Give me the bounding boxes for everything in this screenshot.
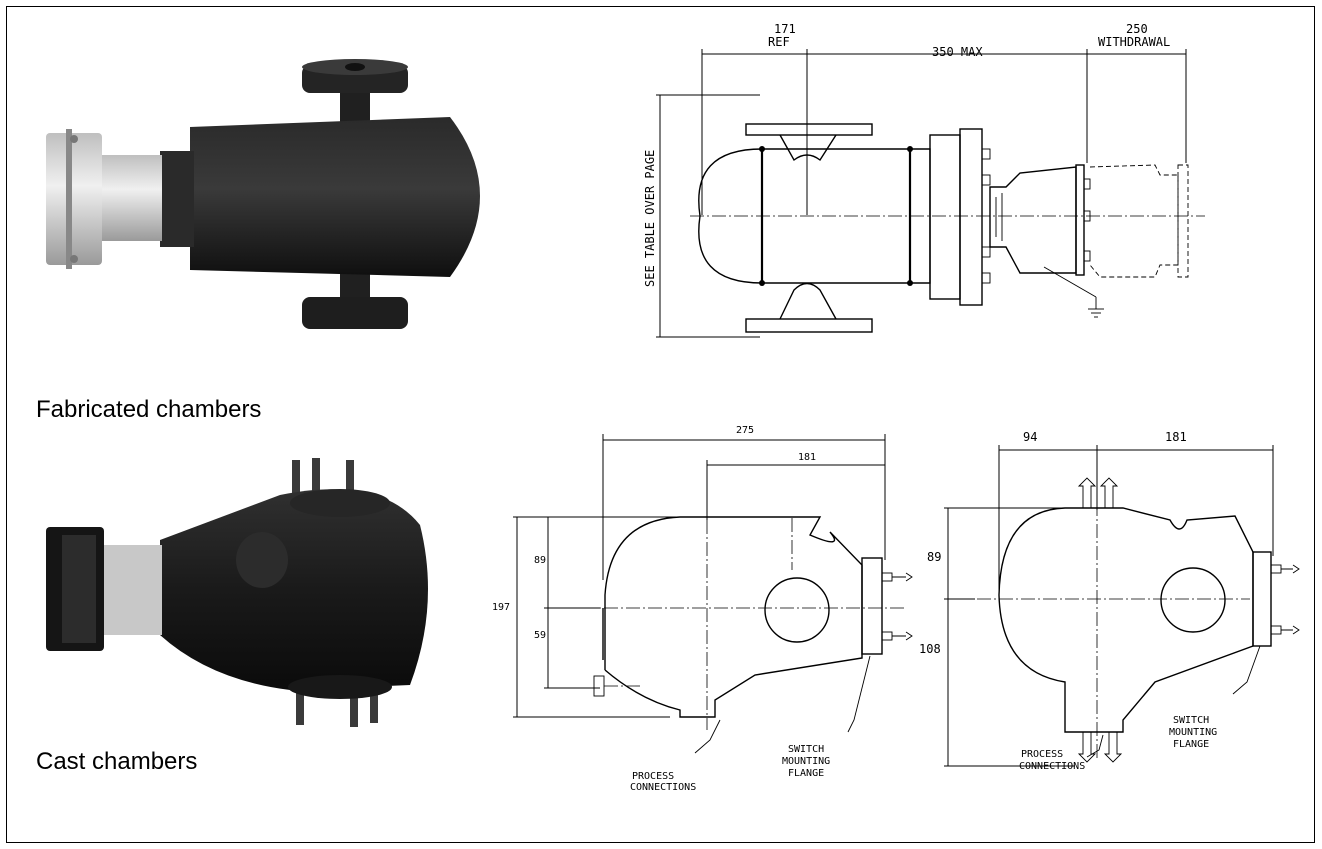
cast-chamber-drawing-right: 94 181 89 108 SWITCH MOUNTING FLANGE PRO… — [919, 430, 1300, 772]
flange-label-right-1: SWITCH — [1173, 715, 1209, 726]
dim-upper: 89 — [534, 555, 546, 566]
fabricated-caption: Fabricated chambers — [36, 396, 262, 423]
flange-label-1: SWITCH — [788, 744, 824, 755]
cast-chamber-drawing-left: 275 181 197 89 59 SWITCH MOUNTING FLANGE… — [492, 425, 913, 790]
fabricated-chamber-photo — [46, 59, 480, 329]
dim-overall: 275 — [736, 425, 754, 436]
dim-height: 197 — [492, 602, 510, 613]
dim-ref-value: 171 — [774, 22, 796, 36]
dim-right: 181 — [1165, 430, 1187, 444]
dim-flange: 181 — [798, 452, 816, 463]
process-label-1: PROCESS — [632, 771, 674, 782]
flange-label-3: FLANGE — [788, 768, 824, 779]
dim-ref-label: REF — [768, 35, 790, 49]
flange-label-2: MOUNTING — [782, 756, 830, 767]
flange-label-right-3: FLANGE — [1173, 739, 1209, 750]
cast-chamber-photo — [46, 458, 428, 727]
fabricated-chamber-drawing: 171 REF 350 MAX 250 WITHDRAWAL SEE TABLE… — [643, 22, 1205, 338]
dim-withdrawal-value: 250 — [1126, 22, 1148, 36]
flange-label-right-2: MOUNTING — [1169, 727, 1217, 738]
dim-left: 94 — [1023, 430, 1037, 444]
side-label: SEE TABLE OVER PAGE — [643, 150, 657, 287]
cast-caption: Cast chambers — [36, 748, 198, 775]
figure-frame — [6, 6, 1315, 843]
process-label-right-1: PROCESS — [1021, 749, 1063, 760]
dim-max: 350 MAX — [932, 45, 983, 59]
process-label-2: CONNECTIONS — [630, 782, 696, 790]
dim-lower-right: 108 — [919, 642, 941, 656]
dim-withdrawal-label: WITHDRAWAL — [1098, 35, 1170, 49]
dim-upper-right: 89 — [927, 550, 941, 564]
dim-lower: 59 — [534, 630, 546, 641]
